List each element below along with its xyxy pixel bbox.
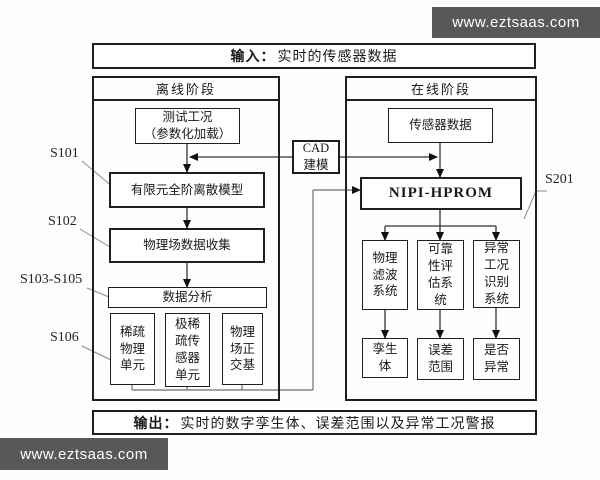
online-phase-title: 在线阶段 — [347, 78, 535, 101]
output-banner-text: 实时的数字孪生体、误差范围以及异常工况警报 — [180, 416, 496, 432]
step-label-s101: S101 — [50, 146, 79, 161]
anomaly-system-box: 异常 工况 识别 系统 — [473, 240, 520, 308]
sparse-sensor-unit-box: 极稀 疏传 感器 单元 — [165, 313, 210, 387]
data-analysis-box: 数据分析 — [108, 287, 267, 308]
step-label-s102: S102 — [48, 214, 77, 229]
offline-phase-title: 离线阶段 — [94, 78, 278, 101]
input-banner-text: 实时的传感器数据 — [277, 50, 398, 65]
nipi-hprom-label: NIPI-HPROM — [388, 185, 494, 202]
sparse-physical-unit-box: 稀疏 物理 单元 — [110, 313, 155, 385]
offline-phase-box: 离线阶段 — [92, 76, 280, 401]
input-banner: 输入： 实时的传感器数据 — [92, 43, 536, 69]
physical-filter-system-box: 物理 滤波 系统 — [362, 240, 408, 310]
step-label-s106: S106 — [50, 330, 79, 345]
cad-modeling-box: CAD 建模 — [292, 140, 340, 174]
online-phase-box: 在线阶段 — [345, 76, 537, 401]
twin-body-box: 孪生 体 — [362, 338, 408, 378]
reliability-system-box: 可靠 性评 估系 统 — [417, 240, 464, 310]
sensor-data-box: 传感器数据 — [388, 108, 493, 143]
error-range-box: 误差 范围 — [417, 338, 464, 380]
nipi-hprom-box: NIPI-HPROM — [360, 177, 522, 210]
step-label-s103-s105: S103-S105 — [20, 272, 83, 287]
input-banner-prefix: 输入： — [230, 50, 276, 65]
watermark-bottom: www.eztsaas.com — [0, 438, 168, 470]
field-data-collect-box: 物理场数据收集 — [109, 228, 265, 263]
arrowheads — [183, 153, 500, 339]
output-banner-prefix: 输出： — [133, 416, 179, 432]
test-condition-box: 测试工况 （参数化加载） — [135, 108, 240, 144]
step-label-s201: S201 — [545, 172, 574, 187]
output-banner: 输出： 实时的数字孪生体、误差范围以及异常工况警报 — [92, 410, 537, 435]
is-abnormal-box: 是否 异常 — [473, 338, 520, 380]
orthogonal-basis-box: 物理 场正 交基 — [222, 313, 263, 385]
watermark-top: www.eztsaas.com — [432, 7, 600, 38]
fem-model-box: 有限元全阶离散模型 — [109, 172, 265, 208]
